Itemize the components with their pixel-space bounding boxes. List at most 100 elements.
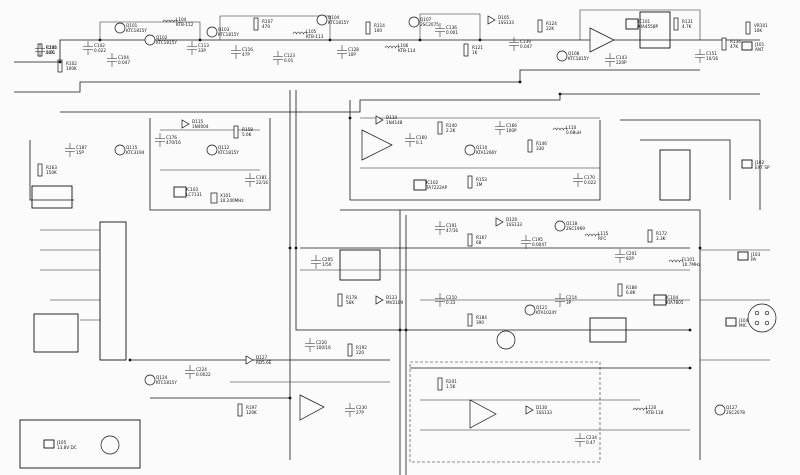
component-value: 82P bbox=[626, 256, 634, 261]
symbol-q bbox=[464, 144, 476, 156]
component-ref: R163 bbox=[46, 165, 57, 170]
symbol-c bbox=[65, 143, 75, 157]
component-ref: C230 bbox=[356, 405, 367, 410]
symbol-q bbox=[524, 304, 536, 316]
component-ref: C116 bbox=[242, 47, 253, 52]
component-ref: C181 bbox=[256, 175, 267, 180]
junction-dot bbox=[688, 328, 692, 332]
symbol-r bbox=[347, 343, 353, 357]
symbol-c bbox=[155, 133, 165, 147]
component-ref: C210 bbox=[446, 295, 457, 300]
component-ref: R102 bbox=[66, 61, 77, 66]
component-value: 56K bbox=[346, 300, 354, 305]
component-value: 2.2K bbox=[446, 128, 456, 133]
component-value: KIA4558P bbox=[638, 24, 659, 29]
symbol-d bbox=[375, 115, 384, 125]
component-value: 0.0047 bbox=[532, 242, 547, 247]
component-ref: R107 bbox=[262, 19, 273, 24]
symbol-r bbox=[37, 163, 43, 177]
component-value: 0.022 bbox=[584, 180, 596, 185]
component-ref: C166 bbox=[506, 123, 517, 128]
symbol-c bbox=[521, 235, 531, 249]
component-value: 22/16 bbox=[256, 180, 268, 185]
component-ref: C220 bbox=[316, 340, 327, 345]
connector-body bbox=[43, 439, 55, 449]
symbol-q bbox=[206, 144, 218, 156]
component-ref: C123 bbox=[284, 53, 295, 58]
symbol-r bbox=[647, 229, 653, 243]
component-value: KTB-118 bbox=[646, 410, 664, 415]
symbol-c bbox=[187, 41, 197, 55]
junction-dot bbox=[198, 38, 202, 42]
component-ref: C176 bbox=[166, 135, 177, 140]
component-ref: D105 bbox=[498, 15, 510, 20]
symbol-c bbox=[509, 37, 519, 51]
opamp-symbol bbox=[469, 399, 497, 429]
symbol-c bbox=[345, 403, 355, 417]
symbol-r bbox=[467, 175, 473, 189]
shield-outline bbox=[409, 361, 601, 463]
connector-body bbox=[741, 159, 753, 169]
component-ref: D123 bbox=[386, 295, 398, 300]
symbol-c bbox=[573, 173, 583, 187]
component-value: 3P bbox=[566, 300, 572, 305]
component-ref: C136 bbox=[446, 25, 457, 30]
mic-socket-pin bbox=[754, 310, 760, 316]
component-ref: VR101 bbox=[754, 23, 768, 28]
symbol-ic bbox=[413, 179, 427, 191]
connector-ref: J104 bbox=[738, 318, 749, 323]
symbol-d bbox=[181, 119, 190, 129]
component-ref: Q103 bbox=[218, 27, 230, 32]
component-value: KTC1815Y bbox=[126, 28, 147, 33]
component-value: 150K bbox=[46, 170, 57, 175]
symbol-ic bbox=[173, 186, 187, 198]
component-value: KIA7805 bbox=[666, 300, 684, 305]
component-ref: R121 bbox=[472, 45, 483, 50]
symbol-c bbox=[311, 255, 321, 269]
component-ref: R134 bbox=[730, 39, 741, 44]
symbol-q bbox=[144, 34, 156, 46]
component-value: 1M bbox=[476, 182, 483, 187]
symbol-c bbox=[695, 49, 705, 63]
component-value: KTB-112 bbox=[176, 22, 194, 27]
component-ref: L106 bbox=[398, 43, 409, 48]
component-value: 1.5K bbox=[446, 384, 456, 389]
component-value: 1/50 bbox=[322, 262, 332, 267]
symbol-vr bbox=[745, 21, 751, 35]
junction-dot bbox=[58, 60, 62, 64]
component-ref: C240 bbox=[46, 45, 57, 50]
symbol-c bbox=[273, 51, 283, 65]
symbol-q bbox=[206, 26, 218, 38]
component-ref: D110 bbox=[386, 115, 398, 120]
symbol-q bbox=[316, 14, 328, 26]
symbol-l bbox=[292, 31, 308, 35]
component-value: 0.0022 bbox=[196, 372, 211, 377]
symbol-x bbox=[210, 192, 218, 204]
component-value: 10P bbox=[348, 52, 356, 57]
component-value: KTB-114 bbox=[398, 48, 416, 53]
component-ref: L120 bbox=[646, 405, 657, 410]
symbol-r bbox=[437, 121, 443, 135]
symbol-r bbox=[673, 17, 679, 31]
symbol-ic bbox=[625, 18, 639, 30]
